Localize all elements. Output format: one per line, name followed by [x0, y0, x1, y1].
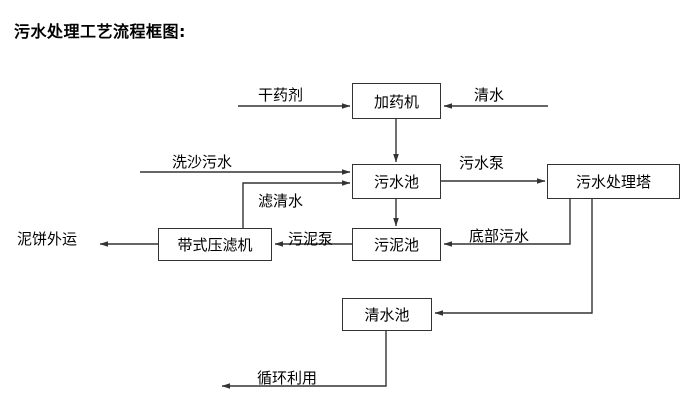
edge-label-dry-chemical: 干药剂: [258, 86, 304, 104]
edge-filtered-water-to-sewage-pool: [242, 180, 351, 228]
edge-label-recycle-reuse: 循环利用: [257, 369, 318, 387]
edge-tower-to-sludge-pool: [443, 199, 571, 247]
edge-clear-water-pool-to-recycle: [221, 331, 387, 389]
edge-label-sewage-pump: 污水泵: [459, 154, 505, 172]
node-label: 污水处理塔: [575, 173, 651, 191]
node-label: 加药机: [373, 92, 419, 111]
node-sludge-pool[interactable]: 污泥池: [352, 228, 441, 261]
edge-label-sludge-pump: 污泥泵: [288, 230, 334, 248]
node-treatment-tower[interactable]: 污水处理塔: [547, 164, 680, 199]
page-title: 污水处理工艺流程框图:: [14, 22, 186, 41]
node-label: 污泥池: [373, 236, 419, 254]
node-label: 污水池: [373, 173, 419, 191]
node-dosing-machine[interactable]: 加药机: [352, 83, 441, 119]
edge-label-mud-cake-transport: 泥饼外运: [17, 230, 78, 248]
node-sewage-pool[interactable]: 污水池: [352, 164, 441, 199]
edge-tower-to-clear-water-pool: [434, 199, 593, 316]
edge-label-filtered-water: 滤清水: [258, 192, 304, 210]
edge-label-clean-water: 清水: [474, 86, 505, 104]
node-clear-water-pool[interactable]: 清水池: [342, 298, 432, 331]
node-label: 带式压滤机: [177, 236, 253, 254]
node-label: 清水池: [364, 306, 410, 324]
edge-label-sand-wash-sewage: 洗沙污水: [172, 153, 233, 171]
edge-label-bottom-sewage: 底部污水: [469, 227, 530, 245]
node-belt-filter-press[interactable]: 带式压滤机: [158, 228, 272, 261]
